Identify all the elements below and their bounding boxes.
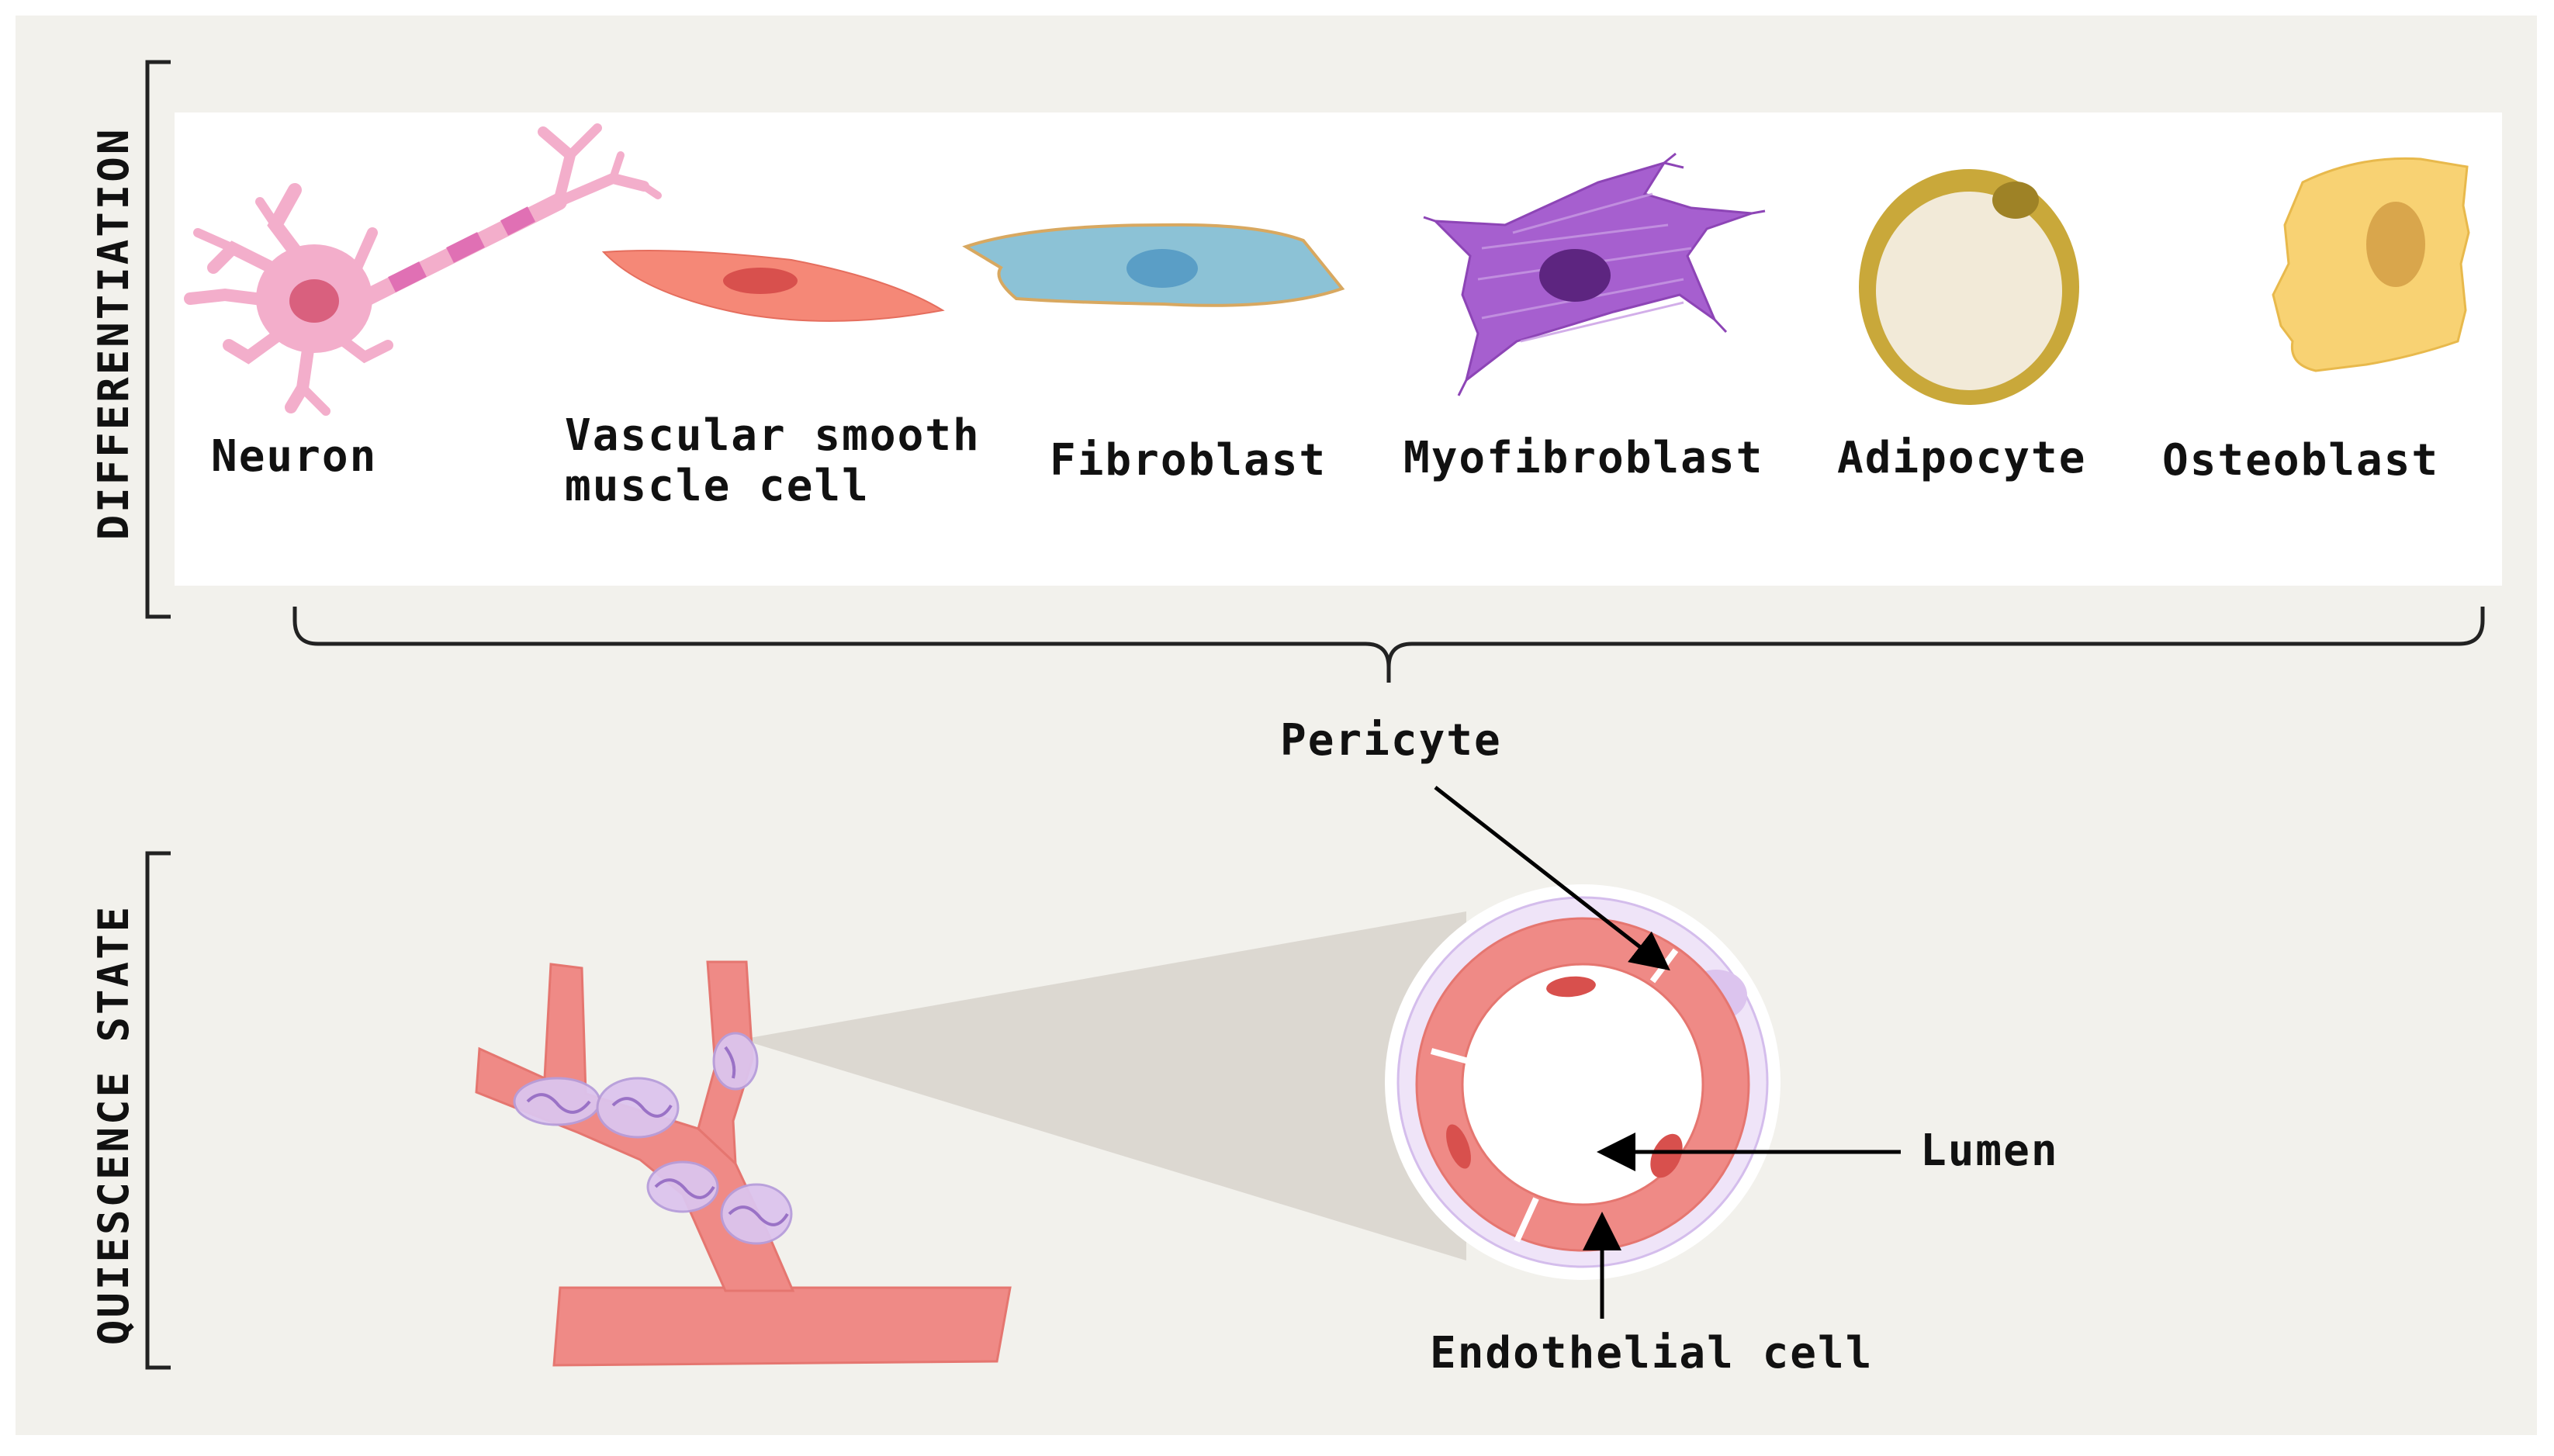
myofibroblast-illustration: [1423, 152, 1766, 396]
quiescence-bracket: [145, 851, 171, 1370]
fibroblast-illustration: [962, 223, 1345, 307]
zoom-cone: [741, 911, 1466, 1261]
endothelial-cell-label: Endothelial cell: [1430, 1328, 1873, 1378]
fibroblast-label: Fibroblast: [1050, 435, 1327, 486]
osteoblast-illustration: [2272, 157, 2470, 372]
neuron-illustration: [184, 123, 662, 416]
pericyte-label: Pericyte: [1280, 715, 1502, 766]
differentiation-bracket: [145, 60, 171, 619]
vsmc-label-line2: muscle cell: [565, 461, 870, 511]
differentiation-panel: [175, 112, 2502, 586]
vsmc-label-line1: Vascular smooth: [565, 410, 981, 461]
adipocyte-illustration: [1859, 169, 2079, 405]
neuron-label: Neuron: [211, 431, 377, 482]
pericyte-brace: [292, 607, 2485, 683]
osteoblast-label: Osteoblast: [2162, 435, 2439, 486]
differentiation-label: DIFFERENTIATION: [89, 127, 138, 541]
pericyte-arrow: [1434, 786, 1670, 971]
vessel-cross-section: [1385, 884, 1781, 1280]
vsmc-illustration: [601, 249, 945, 322]
myofibroblast-label: Myofibroblast: [1403, 433, 1763, 483]
quiescence-state-label: QUIESCENCE STATE: [89, 904, 138, 1345]
vessel-tree-illustration: [475, 960, 1012, 1367]
adipocyte-label: Adipocyte: [1837, 433, 2086, 483]
lumen-label: Lumen: [1920, 1126, 2059, 1176]
